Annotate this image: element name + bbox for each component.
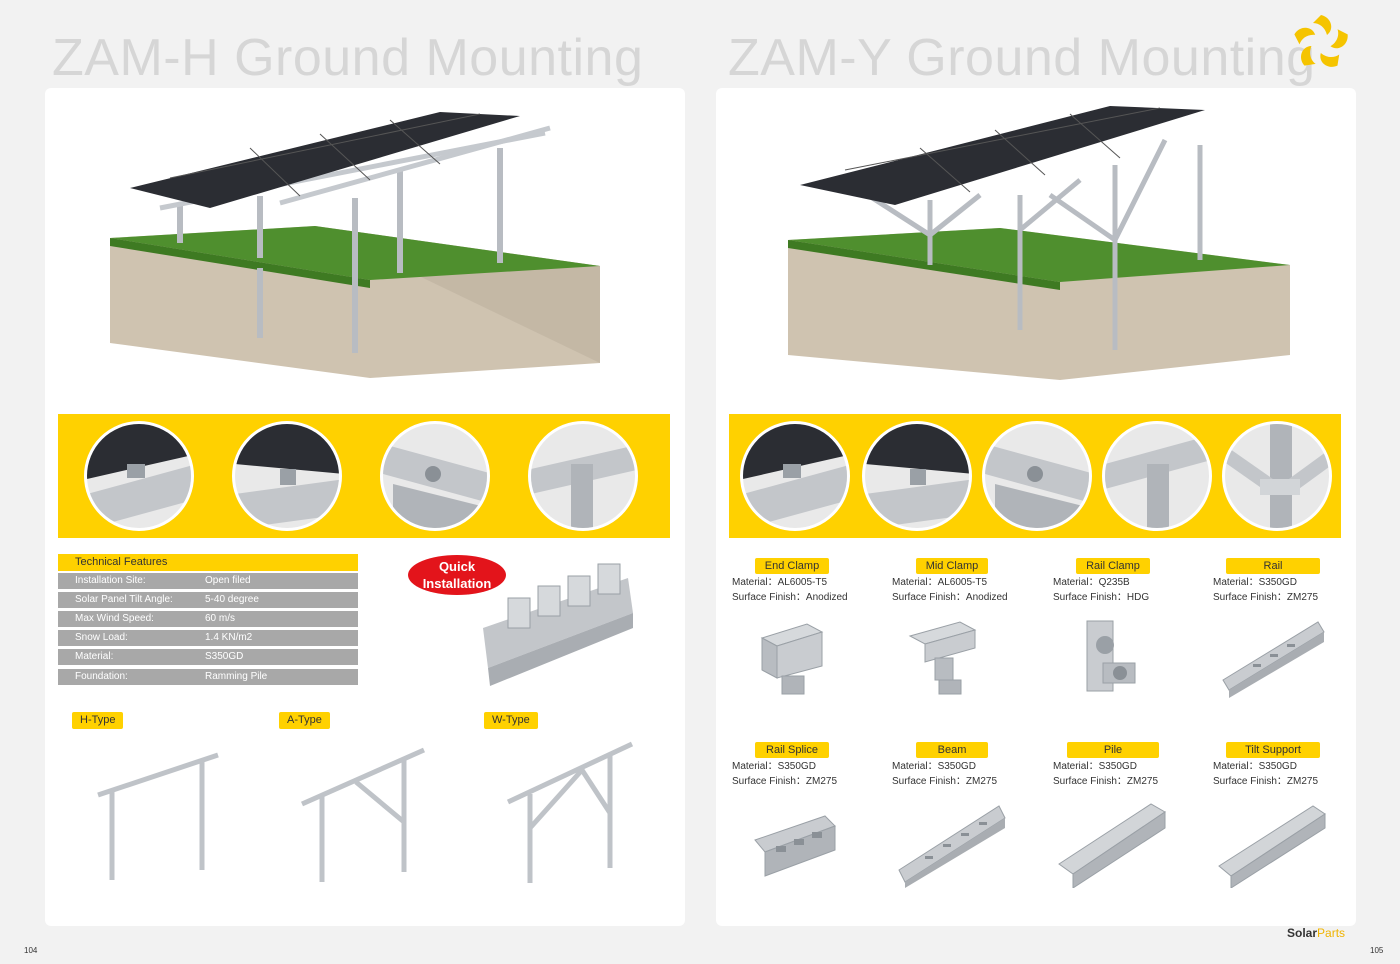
tilt-support-image (1218, 805, 1326, 888)
component-finish: Surface Finish：HDG (1053, 592, 1150, 603)
end-clamp-image (760, 623, 824, 695)
component-name: Rail (1226, 558, 1320, 574)
detail-circle-beam-joint-y (1102, 421, 1212, 531)
component-material: Material：S350GD (1213, 577, 1297, 588)
component-name: Rail Splice (755, 742, 829, 758)
beam-image (898, 805, 1006, 888)
page-number-right: 105 (1370, 946, 1384, 955)
component-name: Rail Clamp (1076, 558, 1150, 574)
quick-installation-badge: Quick Installation (408, 555, 506, 595)
solar-logo-icon (1294, 15, 1348, 67)
component-material: Material：S350GD (1213, 761, 1297, 772)
tech-label: Foundation: (75, 671, 128, 682)
tech-row: Max Wind Speed: 60 m/s (58, 611, 358, 627)
quick-line-1: Quick (438, 559, 476, 574)
component-name: Beam (916, 742, 988, 758)
w-type-frame-image (506, 741, 634, 883)
brand-solar: Solar (1287, 926, 1318, 940)
component-name: End Clamp (755, 558, 829, 574)
h-type-frame-image (97, 752, 219, 880)
component-material: Material：S350GD (892, 761, 976, 772)
component-finish: Surface Finish：ZM275 (1213, 592, 1319, 603)
component-name: Tilt Support (1226, 742, 1320, 758)
w-type-label: W-Type (484, 712, 538, 729)
component-finish: Surface Finish：ZM275 (1213, 776, 1319, 787)
component-material: Material：S350GD (1053, 761, 1137, 772)
rail-image (1222, 621, 1325, 698)
tech-row: Snow Load: 1.4 KN/m2 (58, 630, 358, 646)
tech-value: Ramming Pile (205, 671, 268, 682)
tech-value: 1.4 KN/m2 (205, 632, 253, 643)
component-material: Material：AL6005-T5 (732, 577, 828, 588)
brand-logo: SolarParts (1287, 926, 1345, 940)
brand-parts: Parts (1317, 926, 1346, 940)
detail-circle-pile-joint (528, 421, 638, 531)
a-type-label: A-Type (279, 712, 330, 729)
component-material: Material：Q235B (1053, 577, 1130, 588)
detail-circle-end-clamp (84, 421, 194, 531)
rail-splice-image (754, 815, 836, 877)
component-name: Pile (1067, 742, 1159, 758)
tech-value: 5-40 degree (205, 594, 259, 605)
tech-value: 60 m/s (205, 613, 236, 624)
tech-row: Installation Site: Open filed (58, 573, 358, 589)
detail-circle-rail-clamp-y (982, 421, 1092, 531)
tech-label: Installation Site: (75, 575, 146, 586)
quick-line-2: Installation (422, 576, 492, 591)
page-number-left: 104 (24, 946, 38, 955)
tech-label: Material: (75, 651, 114, 662)
tech-label: Max Wind Speed: (75, 613, 154, 624)
zam-y-system-image (788, 106, 1290, 380)
tech-row: Solar Panel Tilt Angle: 5-40 degree (58, 592, 358, 608)
h-type-label: H-Type (72, 712, 124, 729)
tech-label: Snow Load: (75, 632, 128, 643)
detail-circle-mid-clamp (232, 421, 342, 531)
a-type-frame-image (300, 747, 426, 882)
technical-features-header: Technical Features (58, 554, 358, 571)
rail-clamp-image (1086, 620, 1136, 692)
tech-label: Solar Panel Tilt Angle: (75, 594, 173, 605)
tech-row: Material: S350GD (58, 649, 358, 665)
technical-features-title: Technical Features (75, 556, 168, 568)
component-name: Mid Clamp (916, 558, 988, 574)
component-finish: Surface Finish：Anodized (732, 592, 848, 603)
tech-value: Open filed (205, 575, 251, 586)
component-material: Material：AL6005-T5 (892, 577, 988, 588)
component-finish: Surface Finish：ZM275 (732, 776, 838, 787)
mid-clamp-image (908, 621, 977, 695)
tech-value: S350GD (205, 651, 244, 662)
detail-circle-end-clamp-y (740, 421, 850, 531)
zam-h-system-image (110, 112, 600, 378)
component-material: Material：S350GD (732, 761, 816, 772)
right-page-title: ZAM-Y Ground Mounting (728, 29, 1316, 87)
left-page-title: ZAM-H Ground Mounting (52, 29, 644, 87)
detail-circle-mid-clamp-y (862, 421, 972, 531)
tech-row: Foundation: Ramming Pile (58, 669, 358, 685)
detail-circle-rail-clamp (380, 421, 490, 531)
component-finish: Surface Finish：ZM275 (892, 776, 998, 787)
component-finish: Surface Finish：Anodized (892, 592, 1008, 603)
pile-image (1058, 803, 1166, 888)
quick-install-rail-image (483, 563, 633, 686)
component-finish: Surface Finish：ZM275 (1053, 776, 1159, 787)
detail-circle-brace-joint-y (1222, 421, 1332, 531)
